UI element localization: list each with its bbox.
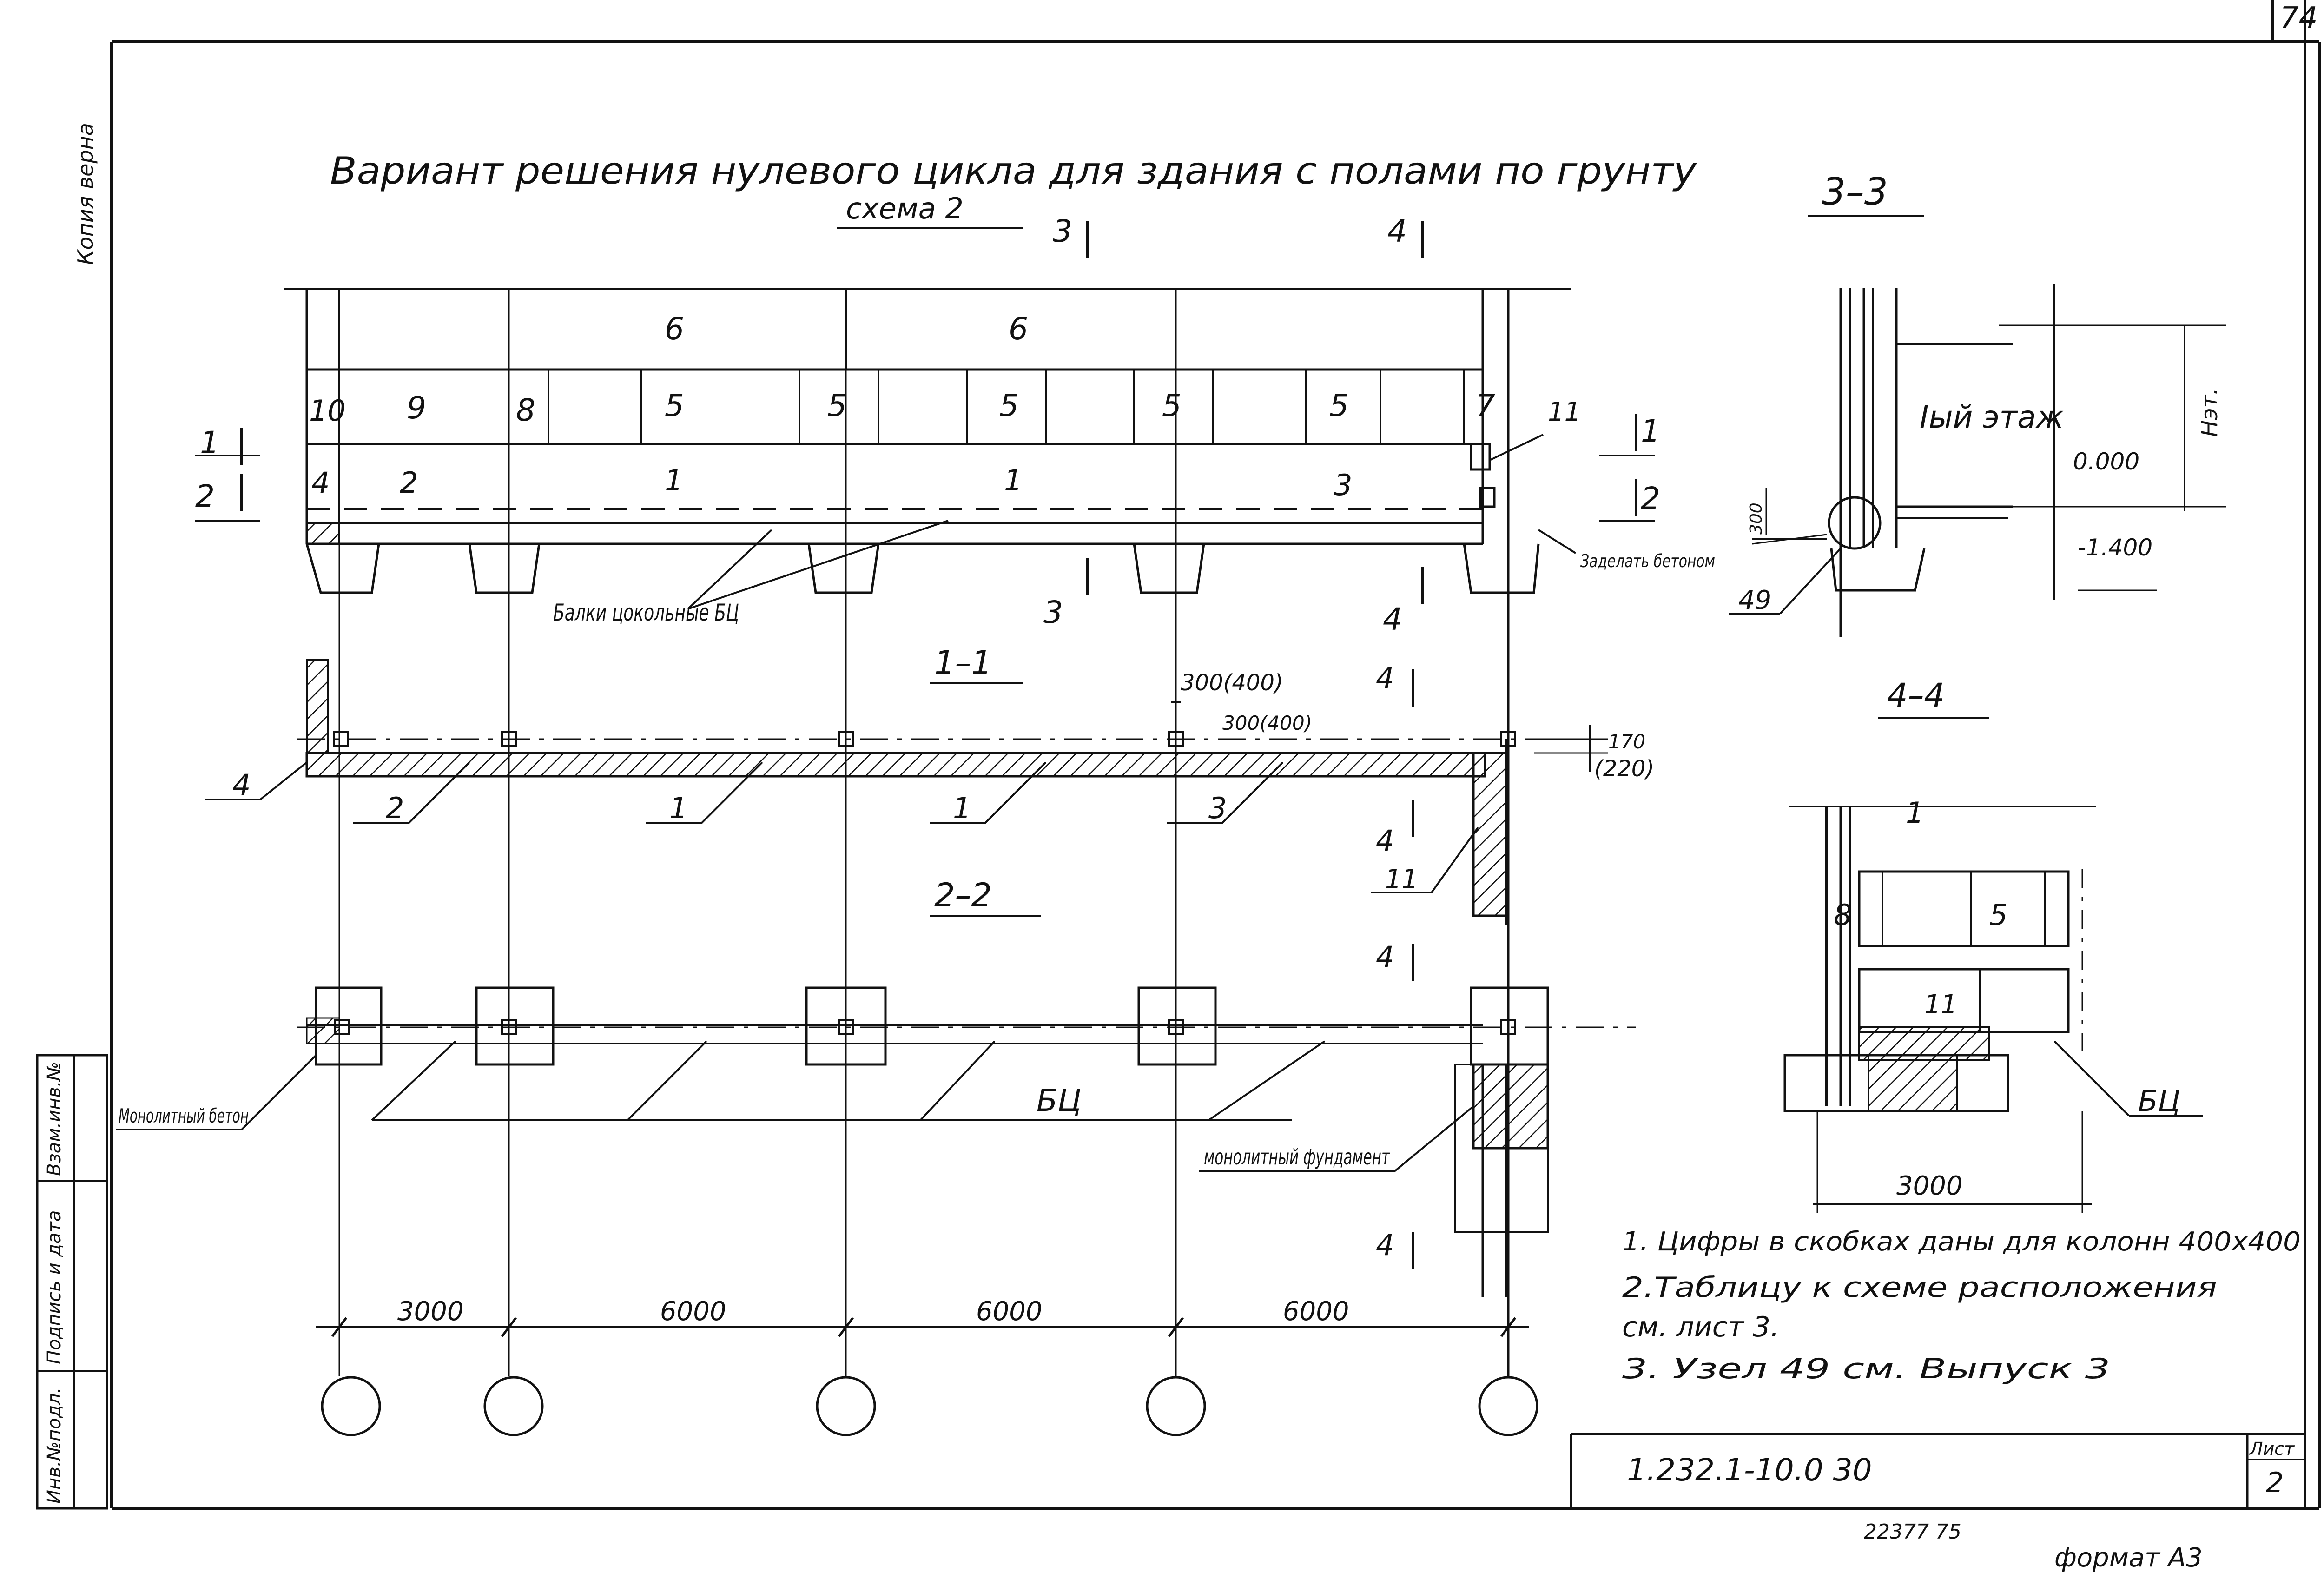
elev-mid-label-5e: 5 (1329, 388, 1349, 423)
side-stamp-replacement: Взам.инв.№ (44, 1062, 65, 1176)
sheet-number: 2 (2266, 1467, 2284, 1499)
elev-mid-label-5c: 5 (999, 388, 1019, 423)
grid-dimensions (316, 1317, 1538, 1436)
plan-1-1-dim-height-alt: (220) (1594, 756, 1654, 782)
side-stamp-inventory: Инв.№подл. (44, 1387, 65, 1504)
note-2: 2.Таблицу к схеме расположения (1622, 1271, 2217, 1304)
plan-1-1-label-3: 3 (1208, 791, 1227, 825)
column-axes (338, 289, 1510, 1376)
elev-callout-11: 11 (1548, 397, 1581, 427)
side-stamp (36, 1054, 108, 1510)
grid-dim-3: 6000 (976, 1296, 1043, 1327)
elev-bottom-label-4: 4 (311, 466, 330, 500)
elev-top-label-2: 6 (1009, 311, 1028, 347)
section-3-3-level-minus: -1.400 (2078, 534, 2152, 561)
section-markers (195, 221, 1655, 604)
plan-2-2-title: 2–2 (934, 876, 992, 914)
plan-2-2-monolith-concrete: Монолитный бетон (119, 1104, 249, 1127)
plan-2-2-beam-label: БЦ (1037, 1083, 1082, 1118)
section-3-3-node: 49 (1738, 585, 1771, 615)
section-4-4-label-11: 11 (1924, 990, 1957, 1020)
plan-1-1-dim-column: 300(400) (1181, 670, 1283, 696)
section-4-4-label-8: 8 (1834, 898, 1852, 932)
seal-label: Заделать бетоном (1580, 551, 1715, 571)
section-mark-4-c: 4 (1376, 940, 1394, 974)
section-mark-4-a: 4 (1376, 661, 1394, 695)
section-mark-4-top: 4 (1387, 213, 1407, 249)
plan-1-1-label-4: 4 (232, 768, 251, 802)
sheet-frame (110, 0, 2321, 1510)
drawing-subtitle: схема 2 (846, 192, 964, 225)
section-3-3 (1729, 284, 2226, 637)
elev-mid-label-5b: 5 (827, 388, 847, 423)
inventory-number: 22377 75 (1864, 1520, 1961, 1544)
section-mark-4-bottom: 4 (1383, 601, 1402, 637)
grid-dim-2: 6000 (660, 1296, 726, 1327)
plan-2-2-monolith-foundation: монолитный фундамент (1204, 1144, 1390, 1170)
section-4-4-dim: 3000 (1896, 1171, 1963, 1201)
section-4-4 (1783, 806, 2203, 1213)
elev-bottom-label-1b: 1 (1004, 463, 1022, 497)
section-3-3-height: Нэт. (2197, 388, 2223, 437)
note-1: 1. Цифры в скобках даны для колонн 400х4… (1622, 1227, 2301, 1257)
copy-stamp: Копия верна (73, 123, 98, 265)
section-mark-1-left: 1 (200, 425, 219, 461)
section-3-3-dim-300: 300 (1747, 502, 1766, 535)
elev-mid-label-5a: 5 (665, 388, 684, 423)
section-mark-1-right: 1 (1641, 413, 1660, 449)
elev-mid-label-10: 10 (309, 394, 346, 428)
plan-1-1-label-1a: 1 (669, 791, 687, 825)
elev-bottom-label-3: 3 (1334, 468, 1352, 502)
title-block (1570, 1433, 2305, 1508)
section-3-3-level-zero: 0.000 (2073, 448, 2139, 475)
plan-1-1 (205, 659, 1608, 925)
plan-1-1-label-11: 11 (1385, 864, 1418, 894)
drawing-code: 1.232.1-10.0 30 (1627, 1452, 1872, 1488)
elevation-view (284, 288, 1577, 610)
elev-mid-label-9: 9 (407, 390, 426, 426)
note-2b: см. лист 3. (1622, 1311, 1779, 1343)
grid-dim-4: 6000 (1283, 1296, 1349, 1327)
section-4-4-beam-label: БЦ (2138, 1084, 2180, 1118)
grid-dim-1: 3000 (397, 1296, 464, 1327)
format-label: формат А3 (2054, 1543, 2203, 1573)
elev-mid-label-7: 7 (1476, 388, 1495, 423)
sheet-label: Лист (2249, 1439, 2295, 1459)
elev-top-label-1: 6 (665, 311, 684, 347)
section-mark-4-b: 4 (1376, 824, 1394, 858)
section-mark-2-right: 2 (1641, 481, 1660, 516)
plan-2-2 (116, 986, 1636, 1297)
plan-1-1-title: 1–1 (934, 644, 992, 682)
section-3-3-title: 3–3 (1822, 170, 1888, 213)
beams-label: Балки цокольные БЦ (553, 599, 739, 626)
section-4-4-label-5: 5 (1989, 898, 2007, 932)
section-mark-3-bottom: 3 (1043, 595, 1063, 630)
elev-bottom-label-1a: 1 (665, 463, 683, 497)
plan-1-1-label-1b: 1 (953, 791, 971, 825)
section-mark-3-top: 3 (1053, 213, 1072, 249)
note-3: 3. Узел 49 см. Выпуск 3 (1622, 1353, 2110, 1385)
drawing-title: Вариант решения нулевого цикла для здани… (330, 149, 1697, 192)
corner-page-number: 74 (2280, 1, 2317, 35)
elev-mid-label-5d: 5 (1162, 388, 1182, 423)
section-mark-2-left: 2 (195, 478, 215, 514)
section-4-4-title: 4–4 (1887, 676, 1945, 714)
plan-1-1-dim-height: 170 (1608, 730, 1645, 753)
section-3-3-floor: Iый этаж (1920, 399, 2064, 435)
plan-1-1-label-2: 2 (386, 791, 404, 825)
section-4-4-label-1: 1 (1906, 796, 1924, 830)
side-stamp-signature: Подпись и дата (44, 1210, 65, 1364)
elev-bottom-label-2: 2 (400, 466, 418, 500)
plan-1-1-dim-offset: 300(400) (1222, 712, 1312, 734)
elev-mid-label-8: 8 (516, 392, 535, 428)
section-mark-4-d: 4 (1376, 1228, 1394, 1262)
